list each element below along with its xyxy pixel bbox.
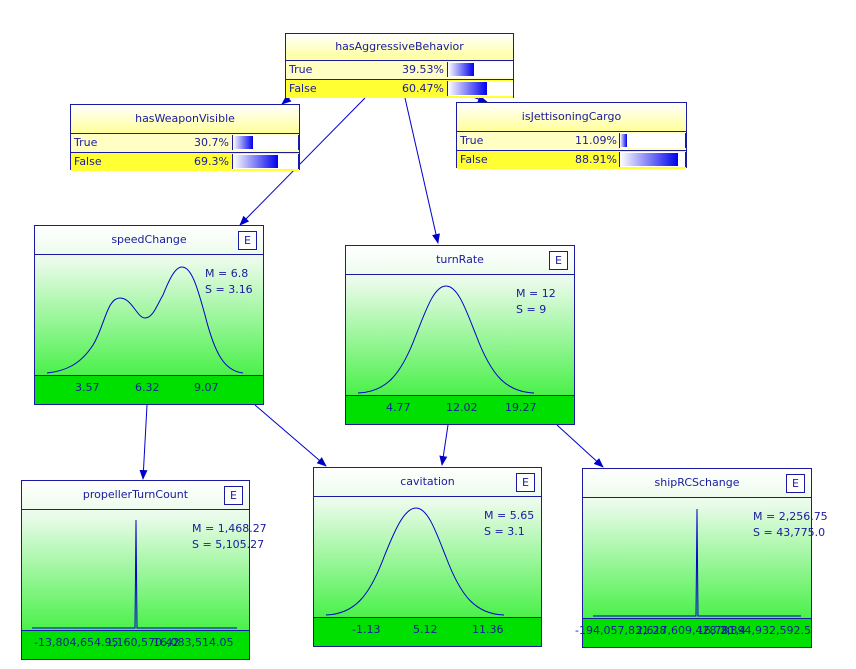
probability-bar	[448, 82, 488, 95]
node-speed-change[interactable]: speedChange E M = 6.8 S = 3.16 3.57 6.32…	[34, 225, 264, 405]
tick-label: 5.12	[413, 623, 438, 636]
state-row-true[interactable]: True 30.7%	[71, 134, 299, 153]
tick-label: 6.32	[135, 381, 160, 394]
tick-label: 3,394,932,592.5	[720, 624, 811, 637]
mean-label: M = 6.8	[205, 267, 249, 280]
state-label: False	[460, 153, 488, 166]
node-title: turnRate	[346, 246, 574, 275]
probability-bar	[233, 136, 253, 149]
mean-label: M = 2,256.75	[753, 510, 828, 523]
probability-bar-track	[232, 135, 299, 150]
tick-label: 16,083,514.05	[153, 636, 234, 649]
x-axis: 4.77 12.02 19.27	[346, 395, 574, 424]
probability-bar-track	[619, 133, 686, 148]
density-curve	[46, 266, 244, 374]
node-title: shipRCSchange	[583, 469, 811, 498]
probability-bar-track	[232, 154, 299, 169]
evidence-button[interactable]: E	[238, 231, 257, 250]
std-label: S = 3.1	[484, 525, 525, 538]
evidence-button[interactable]: E	[549, 251, 568, 270]
state-row-true[interactable]: True 11.09%	[457, 132, 686, 151]
tick-label: 9.07	[194, 381, 219, 394]
evidence-button[interactable]: E	[516, 473, 535, 492]
mean-label: M = 5.65	[484, 509, 535, 522]
tick-label: 1,160,570.42	[106, 636, 180, 649]
edge-speed-to-propeller	[139, 404, 148, 480]
probability-bar-track	[619, 152, 686, 167]
tick-label: -1.13	[352, 623, 381, 636]
density-curve	[325, 507, 505, 616]
probability-bar	[233, 155, 279, 168]
node-title: isJettisoningCargo	[457, 103, 686, 132]
std-label: S = 9	[516, 303, 547, 316]
evidence-button[interactable]: E	[224, 486, 243, 505]
x-axis: 3.57 6.32 9.07	[35, 375, 263, 404]
tick-label: 12.02	[446, 401, 478, 414]
state-percent: 69.3%	[194, 155, 229, 168]
evidence-button[interactable]: E	[786, 474, 805, 493]
tick-label: 19.27	[505, 401, 537, 414]
node-title: speedChange	[35, 226, 263, 255]
node-has-aggressive-behavior[interactable]: hasAggressiveBehavior True 39.53% False …	[285, 33, 514, 98]
node-title: hasWeaponVisible	[71, 105, 299, 134]
tick-label: 11.36	[472, 623, 504, 636]
tick-label: 4.77	[386, 401, 411, 414]
node-cavitation[interactable]: cavitation E M = 5.65 S = 3.1 -1.13 5.12…	[313, 467, 542, 647]
state-label: True	[460, 134, 484, 147]
node-propeller-turn-count[interactable]: propellerTurnCount E M = 1,468.27 S = 5,…	[21, 480, 267, 660]
state-label: True	[289, 63, 313, 76]
state-percent: 88.91%	[575, 153, 617, 166]
edge-speed-to-cavitation	[254, 404, 327, 467]
state-percent: 39.53%	[402, 63, 444, 76]
state-label: False	[74, 155, 102, 168]
tick-label: 3.57	[75, 381, 100, 394]
node-title: propellerTurnCount	[22, 481, 249, 510]
state-percent: 60.47%	[402, 82, 444, 95]
node-ship-rcs-change[interactable]: shipRCSchange E M = 2,256.75 S = 43,775.…	[575, 468, 828, 648]
node-is-jettisoning-cargo[interactable]: isJettisoningCargo True 11.09% False 88.…	[456, 102, 687, 169]
probability-bar	[620, 153, 678, 166]
probability-bar	[448, 63, 474, 76]
std-label: S = 3.16	[205, 283, 253, 296]
tick-label: 16,781,4	[697, 624, 746, 637]
state-label: False	[289, 82, 317, 95]
density-curve	[593, 508, 801, 617]
tick-label: -194,057,831.28	[575, 624, 667, 637]
state-percent: 11.09%	[575, 134, 617, 147]
mean-label: M = 12	[516, 287, 556, 300]
x-axis: -194,057,831.28 2,617,609,428.20 3,394,9…	[575, 618, 811, 647]
state-row-false[interactable]: False 60.47%	[286, 80, 514, 98]
mean-label: M = 1,468.27	[192, 522, 267, 535]
state-percent: 30.7%	[194, 136, 229, 149]
state-label: True	[74, 136, 98, 149]
std-label: S = 43,775.0	[753, 526, 826, 539]
x-axis: -1.13 5.12 11.36	[314, 617, 541, 646]
probability-bar-track	[447, 62, 514, 77]
density-curve	[32, 519, 237, 629]
node-title: hasAggressiveBehavior	[286, 34, 513, 61]
tick-label: 2,617,609,428.20	[636, 624, 734, 637]
node-title: cavitation	[314, 468, 541, 497]
density-curve	[357, 285, 535, 394]
probability-bar-track	[447, 81, 514, 96]
edge-aggressive-to-turn	[404, 97, 440, 244]
node-has-weapon-visible[interactable]: hasWeaponVisible True 30.7% False 69.3%	[70, 104, 300, 171]
probability-bar	[620, 134, 628, 147]
state-row-false[interactable]: False 88.91%	[457, 151, 686, 169]
edge-turn-to-cavitation	[439, 424, 449, 466]
tick-label: -13,804,654.95	[34, 636, 119, 649]
node-turn-rate[interactable]: turnRate E M = 12 S = 9 4.77 12.02 19.27	[345, 245, 575, 425]
state-row-false[interactable]: False 69.3%	[71, 153, 299, 171]
state-row-true[interactable]: True 39.53%	[286, 61, 514, 80]
x-axis: -13,804,654.95 1,160,570.42 16,083,514.0…	[22, 630, 249, 659]
std-label: S = 5,105.27	[192, 538, 265, 551]
edge-turn-to-rcs	[556, 424, 604, 468]
edge-aggressive-to-speed	[239, 97, 366, 226]
